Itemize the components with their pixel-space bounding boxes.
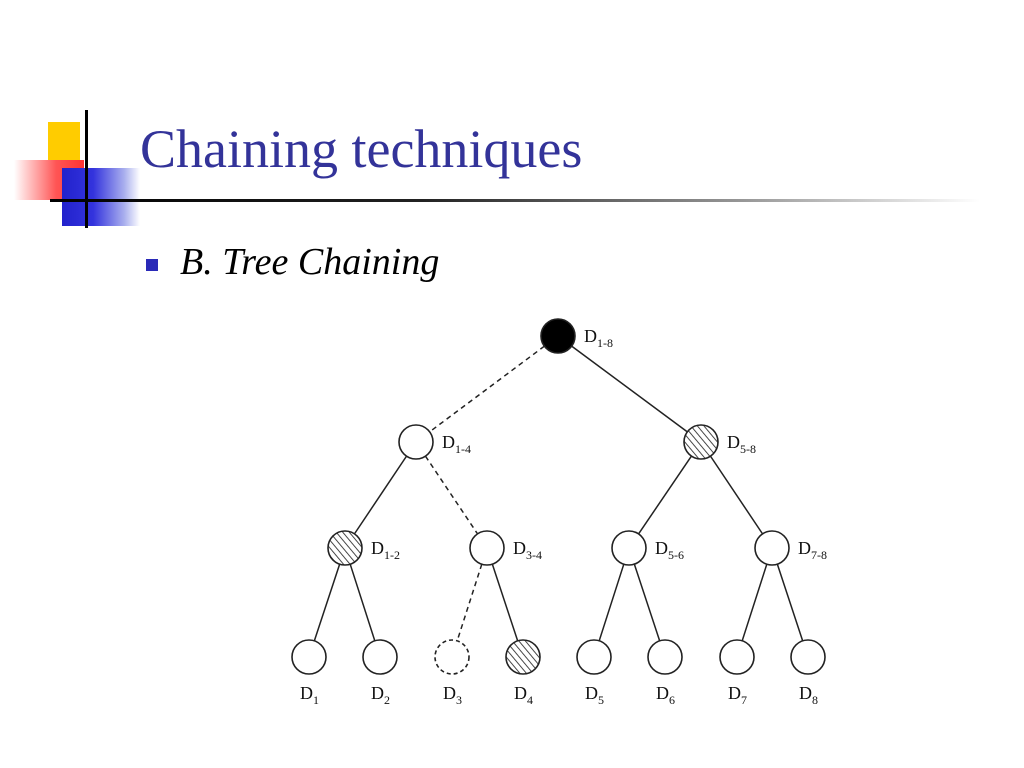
tree-node-D3 bbox=[434, 639, 470, 675]
tree-node-D1 bbox=[291, 639, 327, 675]
tree-node-D8 bbox=[790, 639, 826, 675]
slide-title: Chaining techniques bbox=[140, 119, 583, 179]
tree-label-D8: D8 bbox=[799, 683, 818, 707]
tree-label-D7-8: D7-8 bbox=[798, 538, 827, 562]
tree-edge-D1-2-to-D2 bbox=[349, 563, 376, 642]
tree-label-D1: D1 bbox=[300, 683, 319, 707]
tree-label-D2: D2 bbox=[371, 683, 390, 707]
tree-label-D5: D5 bbox=[585, 683, 604, 707]
logo-blue-square bbox=[62, 168, 140, 226]
tree-label-D7: D7 bbox=[728, 683, 747, 707]
tree-label-D5-8: D5-8 bbox=[727, 432, 756, 456]
tree-edge-D5-6-to-D6 bbox=[633, 563, 661, 642]
tree-edge-D5-8-to-D5-6 bbox=[637, 455, 693, 535]
logo-yellow-square bbox=[48, 122, 80, 162]
tree-node-D2 bbox=[362, 639, 398, 675]
tree-label-D1-4: D1-4 bbox=[442, 432, 471, 456]
tree-edge-D1-4-to-D3-4 bbox=[424, 455, 479, 535]
bullet-text: B. Tree Chaining bbox=[180, 241, 440, 283]
tree-edge-D7-8-to-D8 bbox=[776, 563, 804, 642]
slide-logo-decoration bbox=[0, 0, 140, 240]
tree-label-D5-6: D5-6 bbox=[655, 538, 684, 562]
tree-label-D3-4: D3-4 bbox=[513, 538, 542, 562]
title-underline bbox=[50, 199, 980, 202]
tree-edge-D3-4-to-D3 bbox=[456, 563, 483, 642]
tree-label-D3: D3 bbox=[443, 683, 462, 707]
tree-edge-D5-6-to-D5 bbox=[598, 563, 625, 642]
tree-label-D6: D6 bbox=[656, 683, 675, 707]
bullet-square-icon bbox=[146, 259, 158, 271]
tree-node-D5-6 bbox=[611, 530, 647, 566]
tree-node-D6 bbox=[647, 639, 683, 675]
tree-edge-D7-8-to-D7 bbox=[741, 563, 768, 642]
tree-node-D5 bbox=[576, 639, 612, 675]
tree-node-D1-4 bbox=[398, 424, 434, 460]
tree-edge-D1-8-to-D5-8 bbox=[571, 345, 688, 433]
tree-edge-D5-8-to-D7-8 bbox=[709, 455, 764, 535]
tree-edges bbox=[313, 345, 804, 642]
tree-edge-D1-2-to-D1 bbox=[313, 563, 341, 642]
tree-node-D7-8 bbox=[754, 530, 790, 566]
tree-node-D5-8 bbox=[683, 424, 719, 460]
tree-node-D7 bbox=[719, 639, 755, 675]
tree-label-D1-8: D1-8 bbox=[584, 326, 613, 350]
tree-edge-D3-4-to-D4 bbox=[491, 563, 519, 642]
tree-label-D1-2: D1-2 bbox=[371, 538, 400, 562]
tree-edge-D1-4-to-D1-2 bbox=[353, 455, 408, 535]
tree-nodes bbox=[291, 318, 826, 675]
tree-node-D3-4 bbox=[469, 530, 505, 566]
tree-node-D1-2 bbox=[327, 530, 363, 566]
logo-vertical-line bbox=[85, 110, 88, 228]
tree-labels: D1-8D1-4 D5-8D1-2 D3-4 D5-6 D7-8D1 D2 D3 D4 D5 D6… bbox=[300, 326, 827, 707]
tree-edge-D1-8-to-D1-4 bbox=[429, 345, 545, 433]
tree-node-D4 bbox=[505, 639, 541, 675]
tree-label-D4: D4 bbox=[514, 683, 533, 707]
tree-node-D1-8 bbox=[540, 318, 576, 354]
